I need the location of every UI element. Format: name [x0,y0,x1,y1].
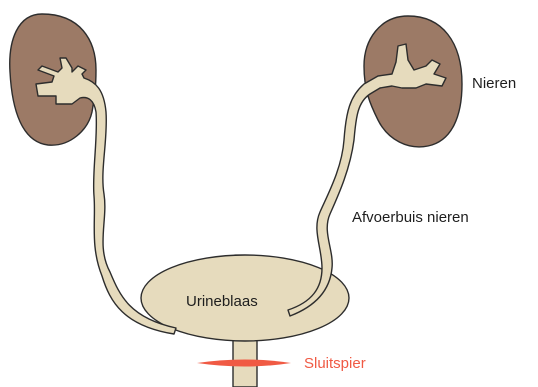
label-sphincter: Sluitspier [304,355,366,372]
label-ureters: Afvoerbuis nieren [352,209,469,226]
sphincter-ring [197,360,291,367]
label-kidneys: Nieren [472,75,516,92]
label-bladder: Urineblaas [186,293,258,310]
